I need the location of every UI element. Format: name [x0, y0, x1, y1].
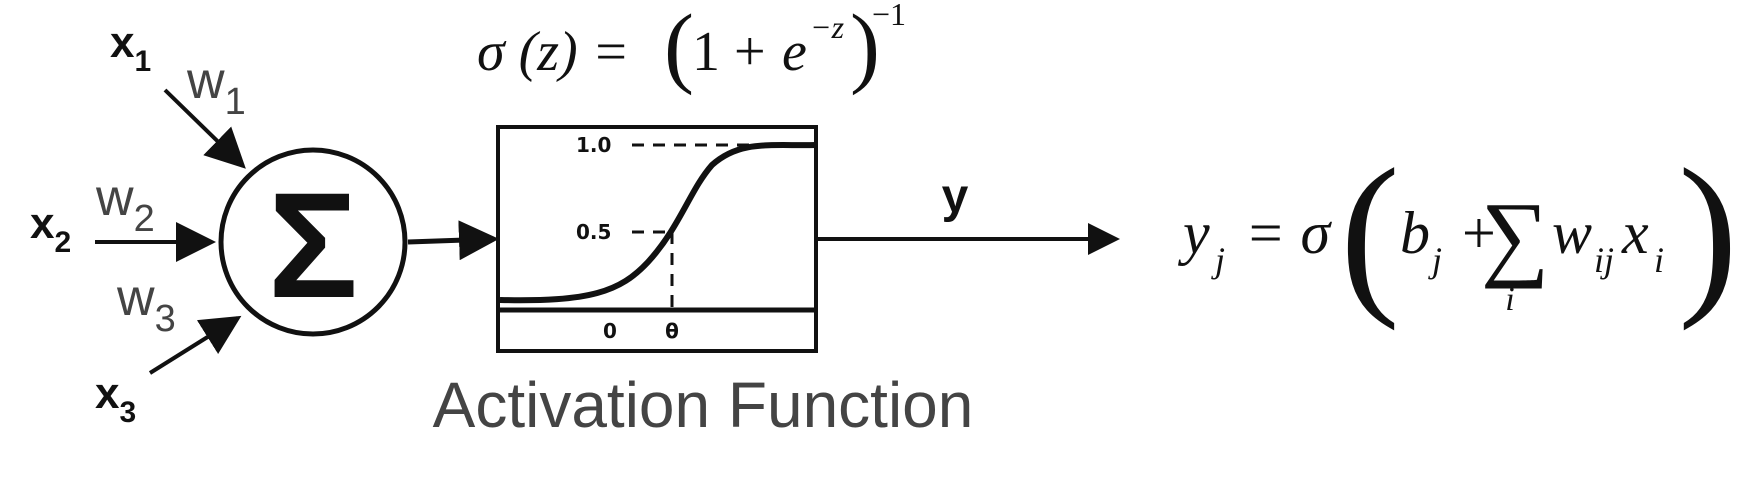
activation-formula-paren-open: (: [664, 0, 694, 96]
output-formula-w: w: [1552, 200, 1592, 266]
input-label-x3: x3: [95, 369, 136, 429]
activation-formula-e: e: [782, 21, 807, 83]
weight-label-w1: w1: [186, 52, 246, 123]
y-tick-1: 1.0: [576, 133, 611, 157]
x-tick-theta: θ: [665, 319, 679, 343]
sigmoid-curve: [499, 142, 817, 304]
node-to-activation-arrow: [407, 220, 499, 261]
input-arrow-x1: [163, 88, 246, 169]
output-formula-eq-sigma: = σ: [1245, 200, 1332, 266]
activation-caption: Activation Function: [433, 369, 974, 441]
x-tick-zero: 0: [603, 319, 617, 343]
output-formula-paren-open: (: [1340, 132, 1400, 331]
activation-plot-frame: [496, 125, 818, 353]
input-label-x2: x2: [30, 199, 71, 259]
output-formula-w-sub: ij: [1594, 240, 1614, 280]
output-formula-y: y: [1177, 200, 1210, 266]
output-formula-paren-close: ): [1678, 132, 1738, 331]
summation-node: [218, 147, 408, 337]
output-formula-sum-sub: i: [1505, 281, 1514, 318]
input-label-x1: x1: [110, 18, 151, 78]
output-formula-b-sub: j: [1428, 240, 1442, 280]
output-formula-y-sub: j: [1211, 240, 1225, 280]
summation-symbol: Σ: [268, 161, 358, 329]
input-arrow-x3: [148, 315, 242, 375]
activation-formula: σ (z) =: [477, 21, 630, 83]
output-label: y: [942, 170, 969, 223]
output-formula-x: x: [1621, 200, 1649, 266]
weight-label-w2: w2: [95, 169, 155, 240]
weight-label-w3: w3: [116, 269, 176, 340]
activation-formula-one-plus: 1 +: [692, 21, 766, 83]
y-tick-half: 0.5: [576, 220, 611, 244]
output-formula-plus: +: [1462, 200, 1496, 266]
output-formula-b: b: [1400, 200, 1430, 266]
activation-formula-lhs: σ (z) =: [477, 21, 630, 83]
activation-formula-exponent: −z: [810, 9, 845, 45]
output-formula-sum: ∑: [1481, 182, 1549, 289]
activation-formula-paren-close: ): [850, 0, 880, 96]
output-formula-x-sub: i: [1654, 240, 1664, 280]
activation-formula-outer-exponent: −1: [872, 0, 906, 32]
